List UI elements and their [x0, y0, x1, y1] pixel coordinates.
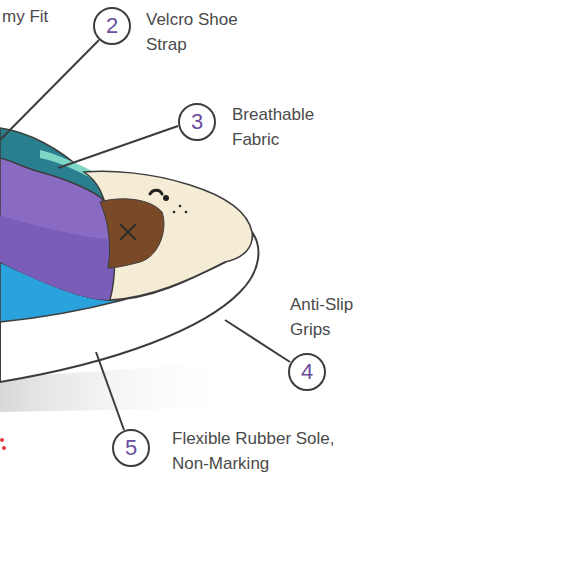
red-dot: [0, 438, 4, 442]
freckle: [185, 211, 188, 214]
toe-cap: [84, 171, 252, 300]
part-label: Velcro Shoe Strap: [146, 7, 264, 57]
leader-line: [96, 352, 124, 430]
leader-line: [0, 40, 99, 140]
eye: [163, 195, 169, 201]
stitch-x: [120, 224, 136, 240]
part-label: Anti-Slip Grips: [290, 292, 385, 342]
callout-circle: 5: [112, 429, 150, 467]
callout-circle: 2: [93, 7, 131, 45]
callout-number: 5: [125, 437, 137, 459]
callout-circle: 3: [178, 103, 216, 141]
red-dot: [2, 446, 6, 450]
eye: [150, 190, 162, 194]
purple-shade: [0, 215, 114, 300]
freckle: [173, 211, 176, 214]
part-label: Flexible Rubber Sole, Non-Marking: [172, 426, 342, 476]
callout-number: 4: [301, 361, 313, 383]
freckle: [179, 205, 182, 208]
part-label: my Fit: [2, 4, 82, 29]
callout-number: 2: [106, 15, 118, 37]
callout-circle: 4: [288, 353, 326, 391]
leader-line: [225, 320, 290, 362]
part-label: Breathable Fabric: [232, 102, 342, 152]
teal-strap: [0, 128, 104, 200]
callout-number: 3: [191, 111, 203, 133]
leader-line: [58, 126, 178, 168]
brown-patch: [100, 199, 164, 268]
